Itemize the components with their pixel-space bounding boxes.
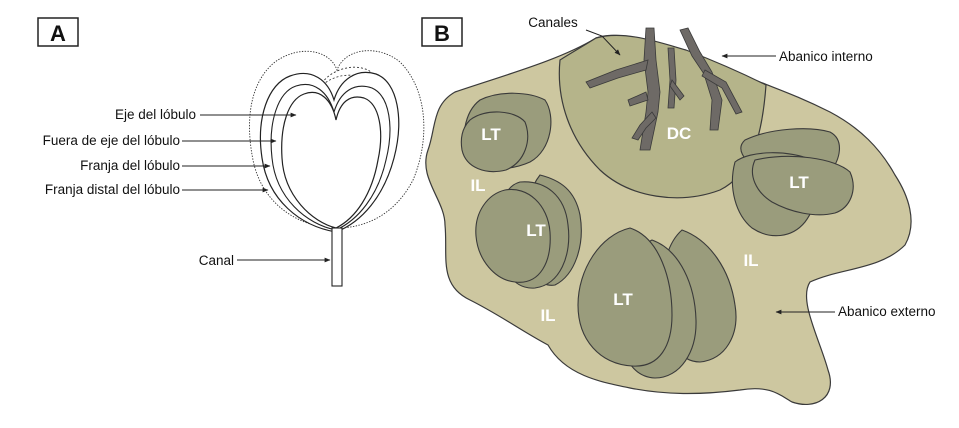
zone-dc: DC (667, 124, 692, 143)
canal-stem (332, 228, 342, 286)
panel-b: B (422, 15, 936, 404)
zone-lt-bottom: LT (613, 290, 633, 309)
label-canales: Canales (528, 15, 578, 30)
panel-a-letter: A (50, 21, 66, 46)
zone-il-right: IL (743, 251, 758, 270)
zone-lt-left: LT (526, 221, 546, 240)
zone-il-bottom: IL (540, 306, 555, 325)
zone-lt-top-left: LT (481, 125, 501, 144)
panel-a: A Eje del lóbulo Fuera de eje del lóbulo… (38, 18, 424, 286)
label-abanico-interno: Abanico interno (779, 49, 873, 64)
label-abanico-externo: Abanico externo (838, 304, 936, 319)
label-canal: Canal (199, 253, 234, 268)
panel-b-letter: B (434, 21, 450, 46)
label-fuera: Fuera de eje del lóbulo (43, 133, 180, 148)
label-franja: Franja del lóbulo (80, 158, 180, 173)
zone-il-left: IL (470, 176, 485, 195)
label-eje: Eje del lóbulo (115, 107, 196, 122)
label-franja-distal: Franja distal del lóbulo (45, 182, 180, 197)
zone-lt-right: LT (789, 173, 809, 192)
